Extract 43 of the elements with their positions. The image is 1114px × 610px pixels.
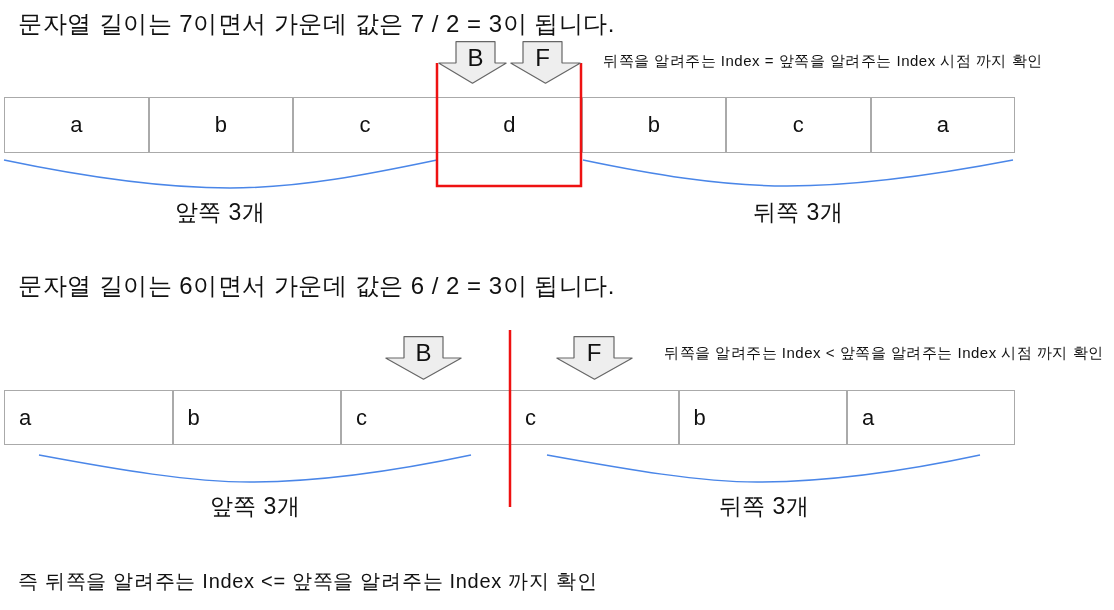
group-label: 뒤쪽 3개 — [719, 493, 809, 521]
cell-letter: a — [70, 112, 83, 138]
cell-letter: c — [525, 404, 536, 431]
cell-letter: b — [214, 112, 227, 138]
array-cell — [870, 97, 1015, 153]
cell-letter: c — [356, 404, 367, 431]
array-cell — [148, 97, 293, 153]
group-label: 앞쪽 3개 — [210, 493, 300, 521]
heading-text: 문자열 길이는 6이면서 가운데 값은 6 / 2 = 3이 됩니다. — [18, 272, 615, 301]
summary-text: 즉 뒤쪽을 알려주는 Index <= 앞쪽을 알려주는 Index 까지 확인 — [18, 569, 598, 593]
pointer-callout — [385, 336, 462, 380]
pointer-callout — [510, 41, 581, 84]
cell-letter: a — [19, 404, 32, 431]
cell-letter: b — [187, 404, 200, 431]
cell-letter: d — [503, 112, 516, 138]
array-cell — [4, 97, 149, 153]
array-cell — [510, 390, 679, 445]
array-cell — [581, 97, 726, 153]
cell-letter: a — [936, 112, 949, 138]
pointer-letter: B — [466, 45, 485, 71]
cell-letter: a — [862, 404, 875, 431]
array-cell — [678, 390, 847, 445]
cell-letter: b — [647, 112, 660, 138]
pointer-letter: F — [585, 340, 603, 366]
heading-text: 문자열 길이는 7이면서 가운데 값은 7 / 2 = 3이 됩니다. — [18, 10, 615, 39]
group-label: 앞쪽 3개 — [175, 199, 265, 227]
pointer-callout — [556, 336, 633, 380]
array-cell — [172, 390, 341, 445]
pointer-letter: F — [534, 45, 551, 71]
cell-letter: c — [792, 112, 804, 138]
cell-letter: c — [359, 112, 371, 138]
array-cell — [4, 390, 173, 445]
pointer-callout — [438, 41, 507, 84]
array-cell — [847, 390, 1015, 445]
array-cell — [437, 97, 582, 153]
note-text: 뒤쪽을 알려주는 Index = 앞쪽을 알려주는 Index 시점 까지 확인 — [603, 52, 1043, 70]
cell-letter: b — [693, 404, 706, 431]
note-text: 뒤쪽을 알려주는 Index < 앞쪽을 알려주는 Index 시점 까지 확인 — [664, 344, 1104, 362]
group-label: 뒤쪽 3개 — [753, 199, 843, 227]
array-cell — [293, 97, 437, 153]
pointer-letter: B — [414, 340, 433, 366]
array-cell — [341, 390, 510, 445]
array-cell — [726, 97, 871, 153]
